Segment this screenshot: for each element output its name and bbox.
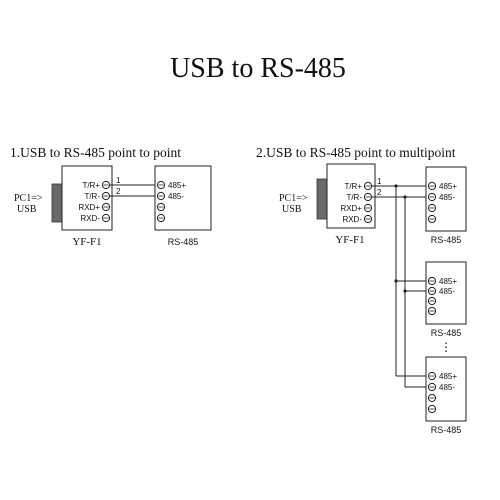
usb-plug-icon	[316, 178, 328, 220]
section2-pc-label: PC1=>	[279, 193, 308, 204]
pin-label-tr-plus: T/R+	[344, 182, 362, 191]
wire-label-2: 2	[377, 188, 382, 197]
pin-label-tr-minus: T/R-	[84, 192, 100, 201]
device-pin-485-plus: 485+	[439, 182, 457, 191]
usb-plug-icon	[51, 183, 63, 223]
device-pin-485-plus: 485+	[439, 372, 457, 381]
section1-pc-label: PC1=>	[14, 193, 43, 204]
section1-converter-name: YF-F1	[72, 236, 101, 248]
pin-label-tr-minus: T/R-	[346, 193, 362, 202]
pin-label-rxd-plus: RXD+	[340, 204, 362, 213]
section2-heading: 2.USB to RS-485 point to multipoint	[256, 145, 456, 160]
section2-device-c-name: RS-485	[431, 425, 462, 435]
section2-device-b-name: RS-485	[431, 328, 462, 338]
section1-usb-label: USB	[17, 204, 37, 215]
section2-converter-terminals	[363, 181, 373, 224]
device-pin-485-minus: 485-	[439, 287, 455, 296]
section1-converter-terminals	[101, 180, 111, 223]
section2-converter-name: YF-F1	[335, 234, 364, 246]
pin-label-tr-plus: T/R+	[82, 181, 100, 190]
device-pin-485-plus: 485+	[168, 181, 186, 190]
junction-dot	[394, 279, 398, 283]
section2-bus-wires	[372, 184, 426, 388]
junction-dot	[394, 184, 398, 188]
more-devices-ellipsis: ⋮	[440, 340, 452, 354]
section2-device-a-name: RS-485	[431, 235, 462, 245]
device-pin-485-minus: 485-	[168, 192, 184, 201]
section2-converter-pins: T/R+ T/R- RXD+ RXD-	[340, 182, 362, 224]
junction-dot	[403, 289, 407, 293]
pin-label-rxd-minus: RXD-	[342, 215, 362, 224]
wire-label-2: 2	[116, 187, 121, 196]
device-pin-485-plus: 485+	[439, 277, 457, 286]
section1-device-name: RS-485	[168, 237, 199, 247]
section1-converter-pins: T/R+ T/R- RXD+ RXD-	[78, 181, 100, 223]
device-pin-485-minus: 485-	[439, 193, 455, 202]
wire-label-1: 1	[116, 176, 121, 185]
pin-label-rxd-minus: RXD-	[80, 214, 100, 223]
wire-label-1: 1	[377, 177, 382, 186]
section1-heading: 1.USB to RS-485 point to point	[10, 145, 181, 160]
device-pin-485-minus: 485-	[439, 383, 455, 392]
pin-label-rxd-plus: RXD+	[78, 203, 100, 212]
page-title: USB to RS-485	[170, 53, 346, 84]
junction-dot	[403, 195, 407, 199]
section2-usb-label: USB	[282, 204, 302, 215]
